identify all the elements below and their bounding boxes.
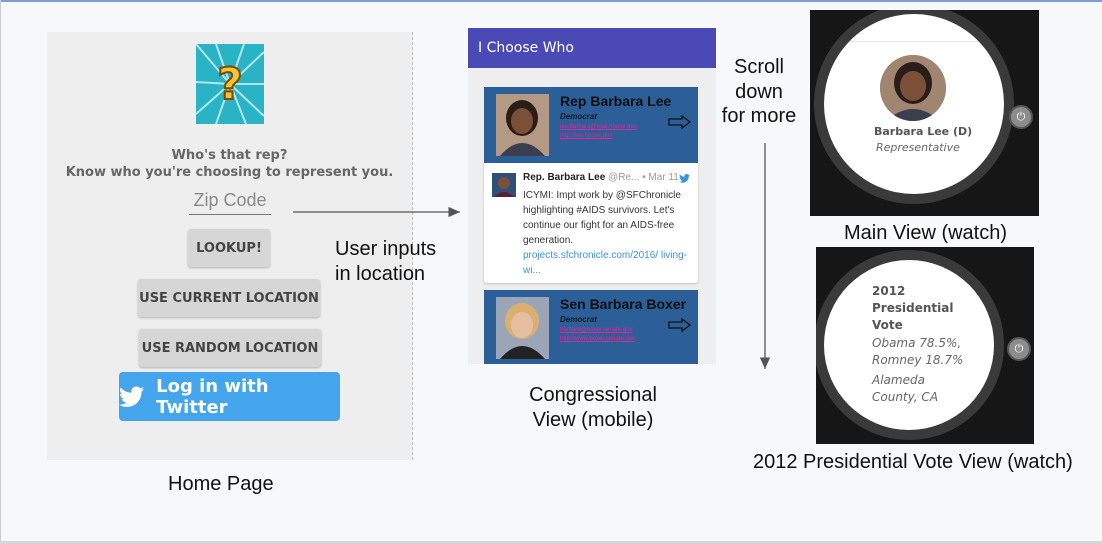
vote-obama: Obama 78.5%, [872,336,962,350]
tagline-title: Who's that rep? [171,148,288,163]
watch-face: 2012 Presidential Vote Obama 78.5%, Romn… [824,260,994,430]
face-divider [824,41,1004,42]
lookup-button[interactable]: LOOKUP! [188,229,270,267]
use-current-location-button[interactable]: USE CURRENT LOCATION [138,279,320,317]
vote-view-caption: 2012 Presidential Vote View (watch) [753,451,1073,473]
senator-name: Sen Barbara Boxer [560,296,687,312]
home-page-divider [412,32,413,460]
congressional-caption-line1: Congressional [529,384,657,406]
senator-photo [496,297,549,359]
rep-card[interactable]: Rep Barbara Lee Democrat lee.barbara@mai… [484,87,698,163]
twitter-login-button[interactable]: Log in with Twitter [119,372,340,421]
home-page-caption: Home Page [168,473,274,495]
power-icon[interactable]: ⏻ [1007,337,1031,361]
tweet-link[interactable]: projects.sfchronicle.com/2016/ living-wi… [523,250,687,276]
senator-card[interactable]: Sen Barbara Boxer Democrat barbara@boxer… [484,290,698,364]
senator-email-link[interactable]: barbara@boxer.senate.gov [560,327,633,333]
top-border [0,0,1102,2]
question-mark-icon: ? [196,44,264,124]
use-random-location-button[interactable]: USE RANDOM LOCATION [139,329,321,367]
twitter-bird-icon [119,386,145,407]
app-bar-title: I Choose Who [468,28,716,68]
watch-face: Barbara Lee (D) Representative [824,14,1004,194]
tweet-avatar [492,173,516,197]
watch-main-view: Barbara Lee (D) Representative ⏻ [810,10,1039,216]
tweet-card[interactable]: Rep. Barbara Lee @Re... • Mar 11 ICYMI: … [484,163,698,283]
vote-heading-line3: Vote [872,318,903,332]
svg-text:?: ? [217,59,243,110]
tweet-handle: @Re... [608,172,640,183]
vote-romney: Romney 18.7% [872,353,964,367]
twitter-login-label: Log in with Twitter [156,375,269,418]
rep-name: Rep Barbara Lee [560,93,672,109]
user-inputs-caption-line2: in location [335,263,426,285]
rep-email-link[interactable]: lee.barbara@mail.house.gov [560,124,637,130]
twitter-bird-icon [679,174,690,183]
tagline-subtitle: Know who you're choosing to represent yo… [65,165,394,180]
mobile-screen: I Choose Who Rep Barbara Lee Democrat le… [468,28,716,364]
tweet-body: ICYMI: Impt work by @SFChronicle highlig… [523,190,681,246]
user-inputs-caption-line1: User inputs [335,238,437,260]
arrow-right-icon[interactable] [668,115,692,129]
scroll-caption-line1: Scroll [733,56,784,78]
main-view-caption: Main View (watch) [844,222,1008,244]
zip-code-input[interactable]: Zip Code [189,190,271,215]
watch-rep-title: Representative [876,141,960,154]
arrow-right-icon[interactable] [668,318,692,332]
vote-county-line2: County, CA [872,390,939,404]
tweet-author: Rep. Barbara Lee [523,172,606,183]
watch-rep-name: Barbara Lee (D) [874,125,973,138]
bottom-border [0,541,1102,544]
watch-vote-view: 2012 Presidential Vote Obama 78.5%, Romn… [816,247,1034,444]
tweet-date: • Mar 11 [642,172,679,183]
tweet-header: Rep. Barbara Lee @Re... • Mar 11 [523,172,679,183]
rep-website-link[interactable]: http://lee.house.gov [560,133,613,139]
vote-heading-line2: Presidential [872,301,954,315]
rep-photo [496,94,549,156]
vote-county-line1: Alameda [872,373,925,387]
power-icon[interactable]: ⏻ [1009,105,1033,129]
senator-website-link[interactable]: http://www.boxer.senate.gov [560,336,636,342]
left-border [0,0,1,544]
rep-avatar [880,55,946,121]
vote-heading-line1: 2012 [872,284,906,298]
scroll-caption-line2: down [735,81,783,103]
senator-party: Democrat [560,315,597,324]
scroll-caption-line3: for more [721,105,797,127]
rep-party: Democrat [560,112,597,121]
congressional-caption-line2: View (mobile) [532,409,654,431]
